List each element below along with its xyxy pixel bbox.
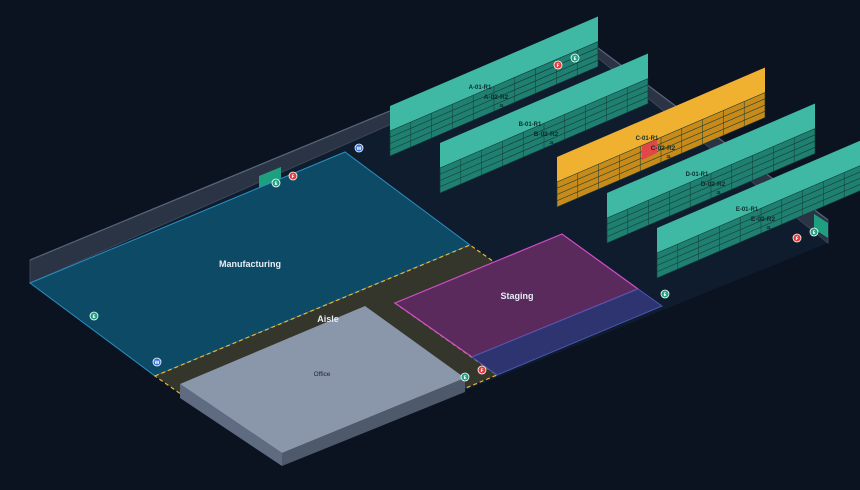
office-layer <box>180 306 465 466</box>
zone-label-office[interactable]: Office <box>314 371 331 378</box>
exit-marker-icon[interactable]: E <box>271 178 281 188</box>
marker-dot <box>809 227 819 237</box>
rack-top-face <box>657 140 860 253</box>
marker-letter: E <box>274 181 277 187</box>
marker-letter: W <box>357 146 362 152</box>
marker-letter: E <box>463 375 466 381</box>
marker-dot <box>271 178 281 188</box>
rack-3[interactable]: C-01-R1C-02-R2 3L <box>556 67 766 208</box>
exit-marker-icon[interactable]: E <box>89 311 99 321</box>
label-layer: Manufacturing Staging Aisle Office <box>219 259 534 378</box>
zone-label-aisle[interactable]: Aisle <box>317 314 339 324</box>
fire-marker-icon[interactable]: F <box>288 171 298 181</box>
water-marker-icon[interactable]: W <box>152 357 162 367</box>
rack-label-r2: A-02-R2 <box>484 94 509 101</box>
exit-marker-icon[interactable]: E <box>660 289 670 299</box>
rack-label-level: 3L <box>666 154 672 159</box>
rack-top-face <box>440 53 648 169</box>
marker-dot <box>553 60 563 70</box>
zone-label-staging[interactable]: Staging <box>501 291 534 301</box>
rack-label-level: 3L <box>716 190 722 195</box>
office-wall-front <box>282 378 465 466</box>
rack-top-face <box>557 67 765 182</box>
rack-label-r1: B-01-R1 <box>519 122 542 128</box>
rack-label-r2: B-02-R2 <box>534 131 559 138</box>
office-roof[interactable] <box>180 306 465 453</box>
office-wall-left <box>180 384 282 466</box>
marker-dot <box>570 53 580 63</box>
fire-marker-icon[interactable]: F <box>792 233 802 243</box>
zone-label-manufacturing[interactable]: Manufacturing <box>219 259 281 269</box>
rack-top-face <box>390 16 598 132</box>
marker-letter: E <box>663 292 666 298</box>
marker-letter: E <box>573 56 576 62</box>
marker-dot <box>660 289 670 299</box>
rack-1[interactable]: A-01-R1A-02-R2 3L <box>389 16 599 157</box>
marker-dot <box>288 171 298 181</box>
marker-letter: F <box>556 63 559 69</box>
fire-marker-icon[interactable]: F <box>477 365 487 375</box>
marker-letter: E <box>92 314 95 320</box>
marker-dot <box>89 311 99 321</box>
rack-top-face <box>607 103 815 218</box>
rack-layer: A-01-R1A-02-R23LB-01-R1B-02-R23LC-01-R1C… <box>389 16 860 279</box>
rack-label-r1: D-01-R1 <box>686 172 709 178</box>
marker-dot <box>152 357 162 367</box>
rack-alert-cell <box>642 139 657 160</box>
rack-label-r1: C-01-R1 <box>636 136 659 142</box>
marker-letter: F <box>795 236 798 242</box>
rack-label-level: 3L <box>766 225 772 230</box>
rack-label-r2: C-02-R2 <box>651 145 676 152</box>
rack-label-r2: D-02-R2 <box>701 181 726 188</box>
marker-letter: E <box>812 230 815 236</box>
marker-dot <box>460 372 470 382</box>
staging-dock-strip <box>470 288 664 376</box>
marker-layer: E F E F W E W E F E E F <box>89 53 819 382</box>
rack-2[interactable]: B-01-R1B-02-R2 3L <box>439 53 649 194</box>
marker-letter: W <box>155 360 160 366</box>
rack-5[interactable]: E-01-R1E-02-R2 3L <box>656 139 860 279</box>
marker-letter: F <box>291 174 294 180</box>
rack-label-level: 3L <box>499 103 505 108</box>
marker-dot <box>792 233 802 243</box>
door-right <box>814 214 828 238</box>
marker-letter: F <box>480 368 483 374</box>
rack-label-r2: E-02-R2 <box>751 216 776 223</box>
fire-marker-icon[interactable]: F <box>553 60 563 70</box>
exit-marker-icon[interactable]: E <box>570 53 580 63</box>
exit-marker-icon[interactable]: E <box>460 372 470 382</box>
rack-label-r1: A-01-R1 <box>469 85 492 91</box>
water-marker-icon[interactable]: W <box>354 143 364 153</box>
rack-4[interactable]: D-01-R1D-02-R2 3L <box>606 103 816 244</box>
marker-dot <box>354 143 364 153</box>
rack-label-level: 3L <box>549 140 555 145</box>
marker-dot <box>477 365 487 375</box>
exit-marker-icon[interactable]: E <box>809 227 819 237</box>
rack-label-r1: E-01-R1 <box>736 207 759 213</box>
